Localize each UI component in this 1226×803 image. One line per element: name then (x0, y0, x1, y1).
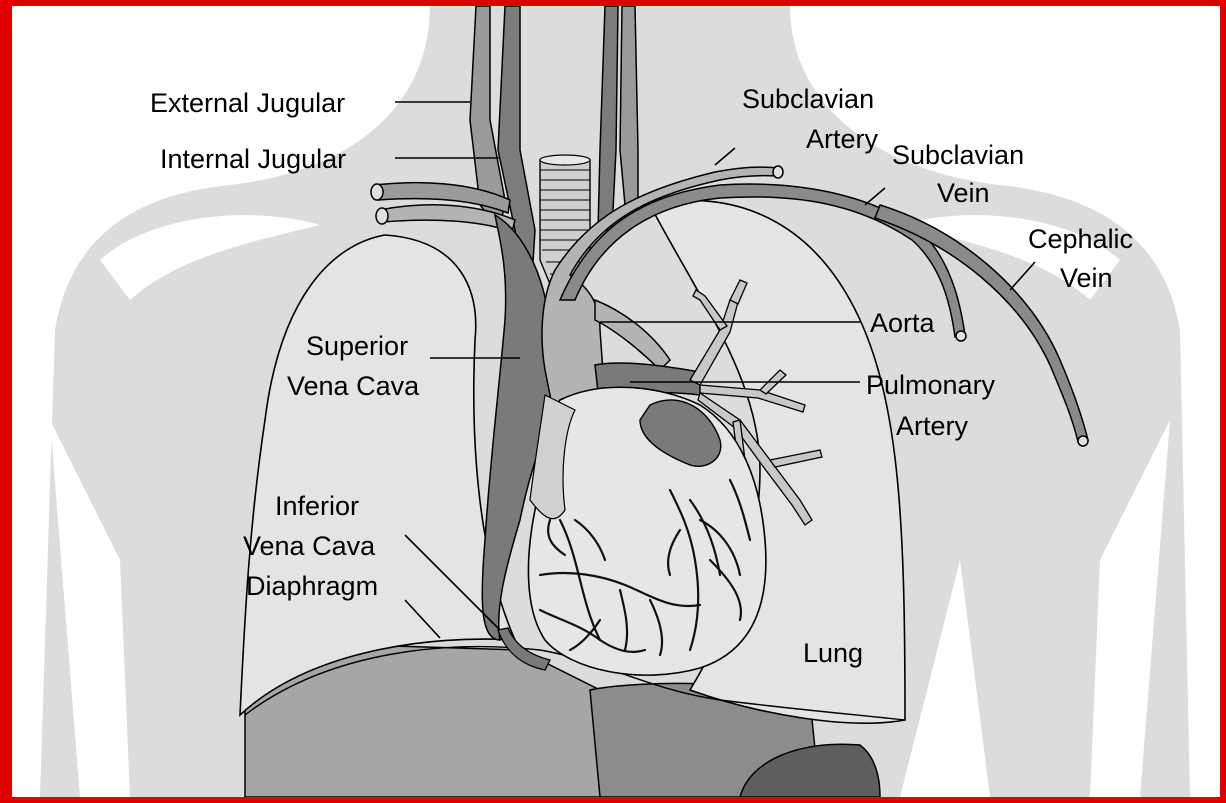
label-cephalic-vein-line1: Cephalic (1028, 224, 1133, 254)
label-subclavian-artery-line1: Subclavian (742, 84, 874, 114)
label-external-jugular: External Jugular (150, 88, 345, 118)
label-pulmonary-artery-line2: Artery (896, 411, 969, 441)
heart-lungs-diagram: External Jugular Internal Jugular Subcla… (12, 6, 1220, 797)
label-cephalic-vein-line2: Vein (1060, 263, 1113, 293)
label-superior-vena-cava-line1: Superior (306, 331, 408, 361)
label-lung: Lung (803, 638, 863, 668)
label-inferior-vena-cava-line2: Vena Cava (243, 531, 376, 561)
label-pulmonary-artery-line1: Pulmonary (866, 370, 996, 400)
label-subclavian-vein-line1: Subclavian (892, 140, 1024, 170)
label-diaphragm: Diaphragm (246, 571, 378, 601)
label-internal-jugular: Internal Jugular (160, 144, 346, 174)
label-aorta: Aorta (870, 308, 936, 338)
label-inferior-vena-cava-line1: Inferior (275, 491, 359, 521)
label-subclavian-vein-line2: Vein (937, 178, 990, 208)
label-superior-vena-cava-line2: Vena Cava (287, 371, 420, 401)
label-subclavian-artery-line2: Artery (806, 124, 879, 154)
